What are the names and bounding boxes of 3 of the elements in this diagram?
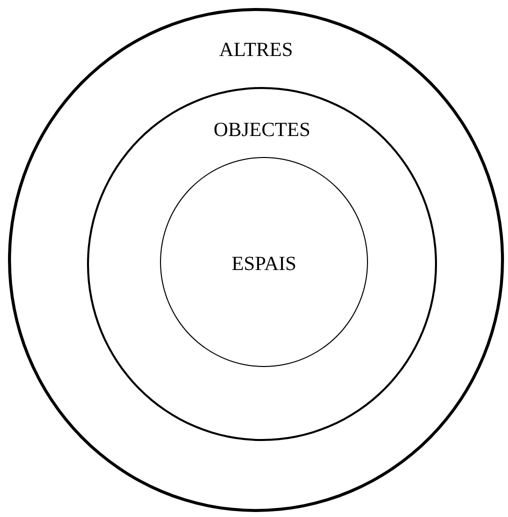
- circle-label: ESPAIS: [232, 253, 296, 275]
- circle-label: OBJECTES: [214, 119, 310, 141]
- circle-label: ALTRES: [219, 39, 293, 61]
